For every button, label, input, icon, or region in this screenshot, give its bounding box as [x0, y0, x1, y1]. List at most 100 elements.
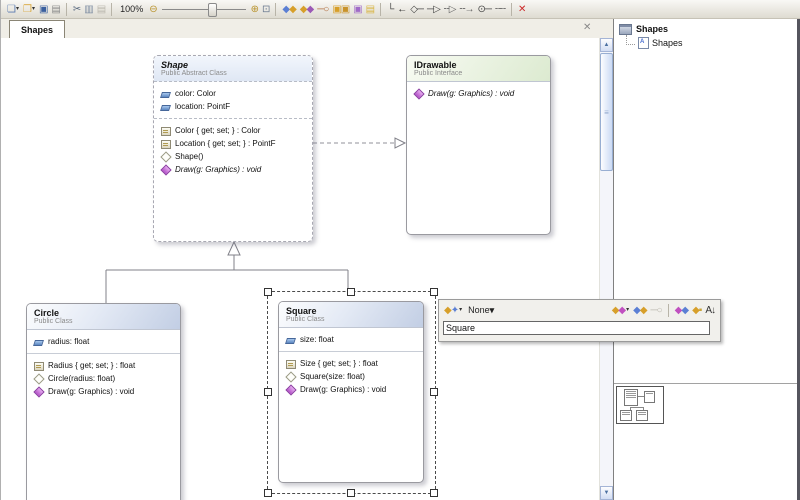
tree-child-label: Shapes: [652, 38, 683, 48]
class-diagram-icon: [638, 37, 649, 49]
class-header[interactable]: Circle Public Class: [27, 304, 180, 330]
separator: [380, 2, 382, 16]
member-row[interactable]: color: Color: [154, 87, 312, 100]
member-row[interactable]: Square(size: float): [279, 370, 423, 383]
paste-button[interactable]: ▤: [96, 3, 107, 15]
dashed-arrow-icon[interactable]: ╌→: [459, 3, 475, 15]
association-class-icon[interactable]: ▣▣: [332, 3, 350, 15]
new-class-icon[interactable]: ◆◆: [282, 3, 296, 15]
inheritance-connector[interactable]: [105, 255, 349, 303]
type-name-input[interactable]: [443, 321, 710, 335]
property-icon: [286, 359, 296, 369]
member-row[interactable]: Radius { get; set; } : float: [27, 359, 180, 372]
main-toolbar: ❏▾❒▾▣▤✂▥▤100%⊖⊕⊡◆◆◆◆─○▣▣▣▤└←◇──▷╌▷╌→⊙─╌╌…: [1, 0, 800, 19]
new-interface-icon[interactable]: ◆◆: [299, 3, 314, 15]
scroll-down-icon[interactable]: ▼: [600, 486, 613, 500]
overview-thumbnail[interactable]: [616, 386, 664, 424]
member-row[interactable]: radius: float: [27, 335, 180, 348]
lollipop-icon[interactable]: ─○: [317, 3, 329, 15]
member-label: Draw(g: Graphics) : void: [300, 385, 387, 394]
inheritance-icon[interactable]: ←: [397, 3, 407, 15]
comment-icon[interactable]: ▣: [353, 3, 363, 15]
scrollbar-thumb[interactable]: ≡: [600, 53, 613, 171]
separator: [511, 2, 513, 16]
copy-button[interactable]: ▥: [84, 3, 94, 15]
member-label: Color { get; set; } : Color: [175, 126, 261, 135]
member-visibility-icon[interactable]: ◆◆: [674, 305, 689, 316]
member-row[interactable]: Location { get; set; } : PointF: [154, 137, 312, 150]
vertical-scrollbar[interactable]: ▲ ≡ ▼: [599, 38, 613, 500]
zoom-in-button[interactable]: ⊕: [250, 3, 259, 15]
class-box-shape[interactable]: Shape Public Abstract Class color: Color…: [153, 55, 313, 242]
tab-shapes[interactable]: Shapes: [9, 20, 66, 39]
connector-icon[interactable]: └: [387, 3, 394, 15]
ctor-icon: [34, 374, 44, 384]
open-arrow-icon[interactable]: ─▷: [427, 3, 441, 15]
add-member-icon[interactable]: ◆◆▾: [611, 305, 630, 316]
note-icon[interactable]: ▤: [365, 3, 376, 15]
scroll-up-icon[interactable]: ▲: [600, 38, 613, 52]
cut-button[interactable]: ✂: [72, 3, 81, 15]
member-row[interactable]: Draw(g: Graphics) : void: [407, 87, 550, 100]
member-row[interactable]: Circle(radius: float): [27, 372, 180, 385]
class-name: Square: [286, 306, 317, 316]
selection-handle[interactable]: [264, 489, 272, 497]
separator: [275, 2, 277, 16]
selection-handle[interactable]: [430, 288, 438, 296]
method-icon: [161, 165, 171, 175]
class-box-idrawable[interactable]: IDrawable Public Interface Draw(g: Graph…: [406, 55, 551, 235]
key-icon[interactable]: ─○: [650, 305, 663, 316]
member-label: location: PointF: [175, 102, 231, 111]
selection-handle[interactable]: [430, 388, 438, 396]
member-row[interactable]: Color { get; set; } : Color: [154, 124, 312, 137]
zoom-fit-button[interactable]: ⊡: [261, 3, 270, 15]
new-file-button[interactable]: ❏▾: [7, 3, 19, 15]
tree-item-shapes-root[interactable]: Shapes: [619, 22, 800, 36]
zoom-out-button[interactable]: ⊖: [149, 3, 157, 15]
dashed-open-arrow-icon[interactable]: ╌▷: [443, 3, 457, 15]
class-header[interactable]: IDrawable Public Interface: [407, 56, 550, 82]
member-row[interactable]: size: float: [279, 333, 423, 346]
member-row[interactable]: Draw(g: Graphics) : void: [154, 163, 312, 176]
delete-button[interactable]: ✕: [518, 3, 526, 15]
save-button[interactable]: ▣: [38, 3, 49, 15]
property-icon: [34, 361, 44, 371]
zoom-slider[interactable]: [160, 2, 248, 17]
member-label: Circle(radius: float): [48, 374, 116, 383]
print-button[interactable]: ▤: [51, 3, 61, 15]
selection-handle[interactable]: [347, 288, 355, 296]
member-row[interactable]: Shape(): [154, 150, 312, 163]
member-format-select[interactable]: None▾: [468, 305, 495, 315]
panel-divider: [614, 383, 800, 384]
method-icon: [34, 387, 44, 397]
diagram-canvas[interactable]: Shape Public Abstract Class color: Color…: [1, 38, 599, 500]
close-document-icon[interactable]: ✕: [583, 22, 592, 33]
property-icon: [161, 139, 171, 149]
member-row[interactable]: Size { get; set; } : float: [279, 357, 423, 370]
member-row[interactable]: location: PointF: [154, 100, 312, 113]
member-row[interactable]: Draw(g: Graphics) : void: [27, 385, 180, 398]
selection-handle[interactable]: [347, 489, 355, 497]
class-header[interactable]: Square Public Class: [279, 302, 423, 328]
class-header[interactable]: Shape Public Abstract Class: [154, 56, 312, 82]
separator: [667, 304, 669, 317]
diagram-explorer-tree: Shapes Shapes: [614, 19, 800, 50]
selection-handle[interactable]: [264, 388, 272, 396]
ctor-icon: [161, 152, 171, 162]
association-icon[interactable]: ◇─: [410, 3, 424, 15]
member-row[interactable]: Draw(g: Graphics) : void: [279, 383, 423, 396]
dashed-line-icon[interactable]: ╌╌: [495, 3, 506, 15]
tree-item-shapes-diagram[interactable]: Shapes: [626, 34, 800, 50]
class-name: Shape: [161, 60, 189, 70]
refresh-members-icon[interactable]: ◆◆: [633, 305, 647, 316]
selection-handle[interactable]: [430, 489, 438, 497]
sort-alphabetical-icon[interactable]: A↓: [705, 305, 716, 316]
selection-handle[interactable]: [264, 288, 272, 296]
new-member-icon[interactable]: ◆✦▾: [444, 305, 463, 316]
open-file-button[interactable]: ❒▾: [22, 3, 35, 15]
lollipop-connector-icon[interactable]: ⊙─: [477, 3, 493, 15]
member-access-icon[interactable]: ◆▪: [692, 305, 702, 316]
